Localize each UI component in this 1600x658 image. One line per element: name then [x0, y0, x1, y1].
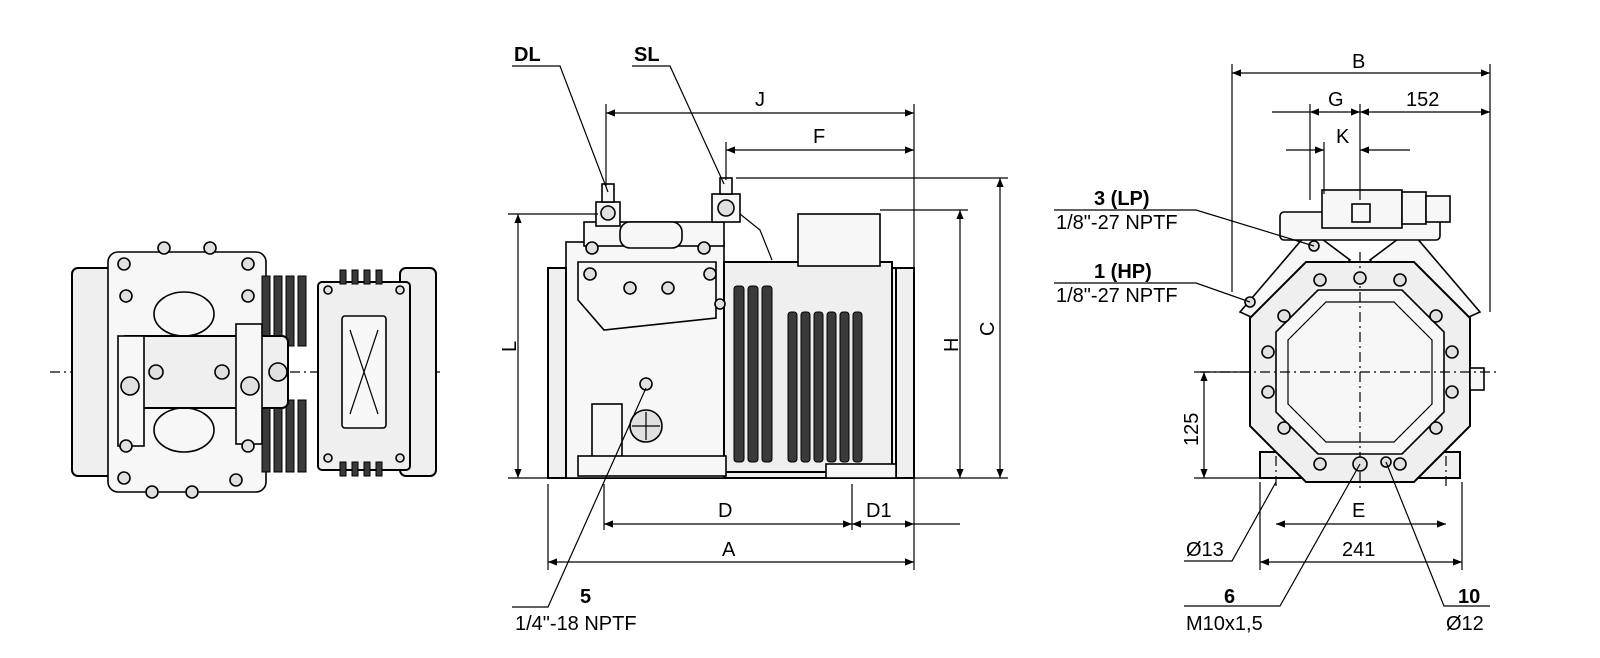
front-bolts — [1244, 240, 1459, 472]
side-bolts — [583, 241, 726, 310]
callout-3-desc: 1/8"-27 NPTF — [1056, 212, 1178, 234]
label-sl: SL — [634, 44, 660, 66]
side-valves — [595, 177, 773, 261]
label-241: 241 — [1342, 539, 1375, 561]
callout-10-desc: Ø12 — [1446, 613, 1484, 635]
top-view — [50, 241, 440, 499]
top-fins — [261, 269, 383, 477]
side-view — [547, 177, 915, 479]
callout-5-desc: 1/4"-18 NPTF — [515, 613, 637, 635]
label-152: 152 — [1406, 89, 1439, 111]
side-fins — [733, 285, 863, 463]
label-k: K — [1336, 126, 1350, 148]
label-l: L — [499, 341, 521, 352]
front-view — [1200, 189, 1500, 490]
label-g: G — [1328, 89, 1344, 111]
callout-1-number: 1 (HP) — [1094, 261, 1152, 283]
callout-5-number: 5 — [580, 586, 591, 608]
label-e: E — [1352, 500, 1365, 522]
callout-6-desc: M10x1,5 — [1186, 613, 1263, 635]
label-dl: DL — [514, 44, 541, 66]
label-c: C — [977, 322, 999, 336]
callout-6-number: 6 — [1224, 586, 1235, 608]
callout-1-desc: 1/8"-27 NPTF — [1056, 285, 1178, 307]
label-a: A — [722, 539, 736, 561]
labels: DL SL J F L H C D D1 A 5 1/4"-18 NPTF B … — [499, 44, 1484, 635]
label-j: J — [755, 89, 765, 111]
label-d1: D1 — [866, 500, 892, 522]
callout-10-number: 10 — [1458, 586, 1480, 608]
label-125: 125 — [1181, 413, 1203, 446]
label-h: H — [941, 338, 963, 352]
callout-3-number: 3 (LP) — [1094, 188, 1150, 210]
label-d: D — [718, 500, 732, 522]
top-bolts — [117, 241, 405, 499]
label-f: F — [813, 126, 825, 148]
label-b: B — [1352, 51, 1365, 73]
dimensions — [508, 64, 1491, 608]
label-dia13: Ø13 — [1186, 539, 1224, 561]
